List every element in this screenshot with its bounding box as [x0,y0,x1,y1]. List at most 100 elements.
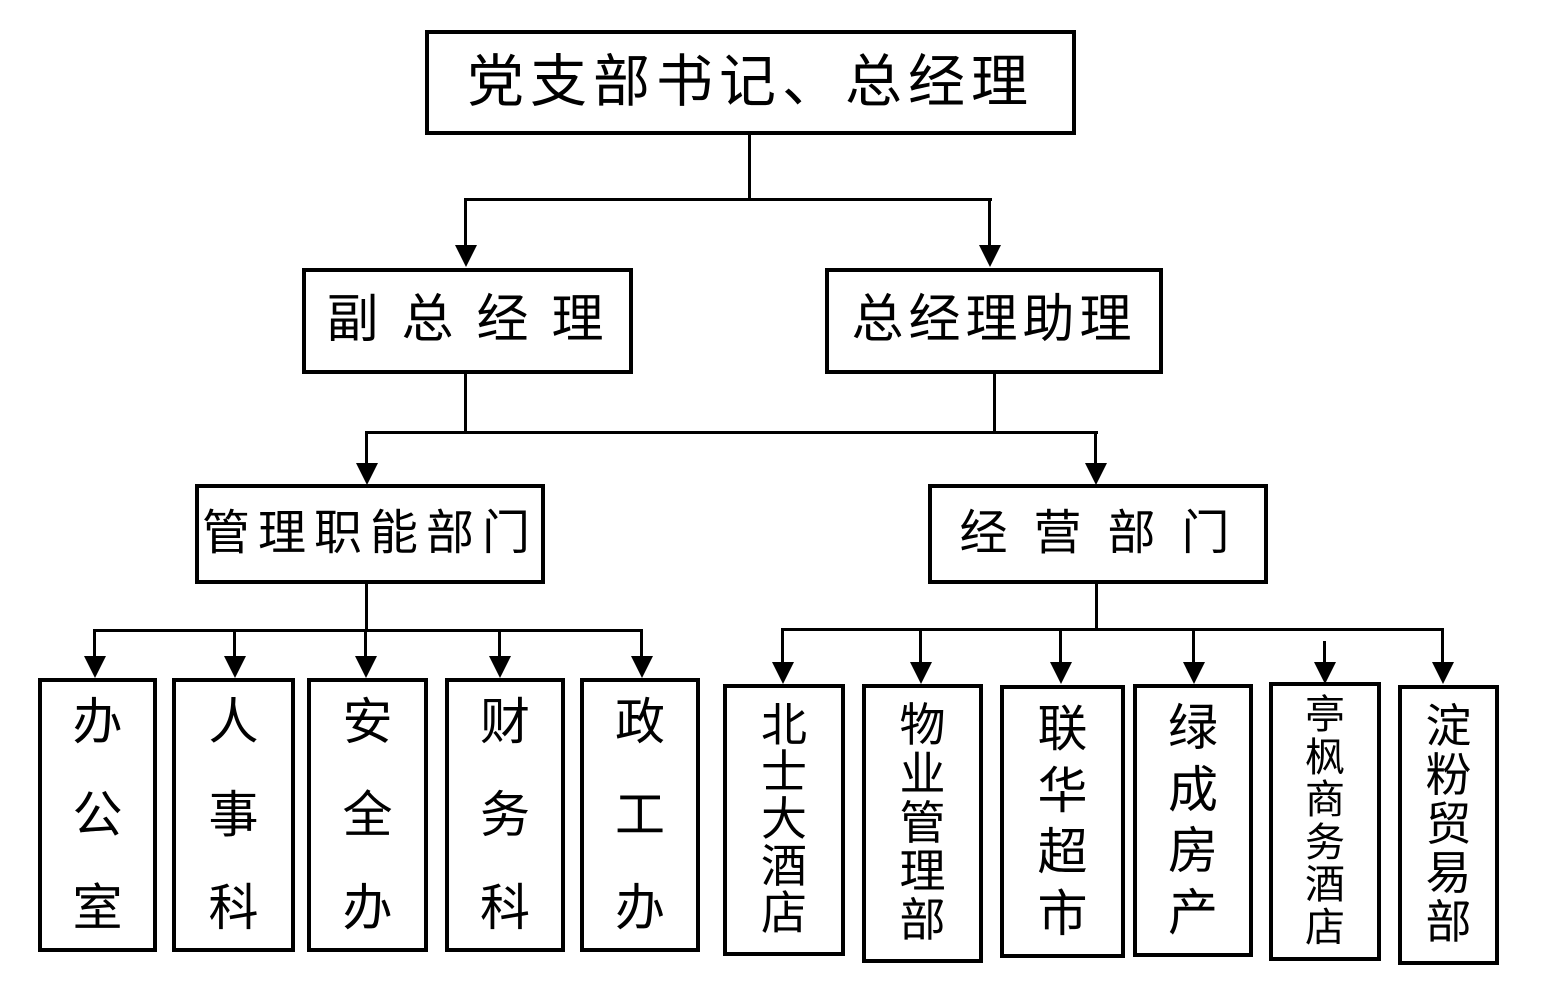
arrow-to-safety [354,629,377,678]
vertical-char: 成 [1168,761,1218,818]
connector-level3-span [365,431,1098,434]
arrow-down-icon [978,245,1001,267]
vertical-char: 科 [480,880,530,936]
vertical-char: 室 [72,880,123,936]
vertical-char: 工 [615,787,665,843]
arrow-to-tingfeng-hotel [1313,641,1336,684]
vertical-char: 大 [761,794,807,845]
connector-deputy-drop [464,372,467,434]
vertical-char: 理 [899,846,946,898]
connector-assistant-drop [993,372,996,434]
arrow-down-icon [355,463,378,485]
vertical-char: 财 [480,694,530,750]
box-finance: 财务科 [445,678,565,952]
arrow-down-icon [771,662,794,684]
vertical-char: 业 [899,748,946,800]
vertical-char: 店 [761,888,807,939]
box-political-work: 政工办 [580,678,700,952]
vertical-char: 易 [1425,848,1472,899]
box-deputy-gm: 副 总 经 理 [302,268,633,374]
arrow-to-lvcheng-realestate [1182,628,1205,684]
arrow-down-icon [1431,662,1454,684]
arrow-to-beishida-hotel [771,628,794,684]
arrow-to-starch-trade [1431,628,1454,684]
vertical-char: 务 [1305,819,1345,865]
box-office: 办公室 [38,678,157,952]
vertical-char: 绿 [1168,700,1218,756]
arrow-down-icon [223,656,246,678]
vertical-char: 粉 [1425,750,1472,801]
arrow-to-management-depts [355,431,378,485]
connector-business-drop [1095,582,1098,631]
box-party-secretary-gm: 党支部书记、总经理 [425,30,1076,135]
vertical-char: 安 [342,694,393,750]
arrow-to-deputy-gm [454,198,477,267]
arrow-down-icon [488,656,511,678]
vertical-char: 店 [1305,904,1345,950]
vertical-char: 枫 [1305,734,1345,780]
arrow-to-gm-assistant [978,198,1001,267]
connector-management-drop [365,582,368,632]
vertical-char: 酒 [761,841,807,892]
box-management-depts-label: 管理职能部门 [201,507,538,560]
arrow-down-icon [354,656,377,678]
arrow-down-icon [83,656,106,678]
box-business-depts-label: 经 营 部 门 [959,507,1237,560]
vertical-char: 政 [615,694,665,750]
arrow-to-lianhua-supermarket [1049,628,1072,684]
arrow-to-personnel [223,629,246,678]
box-beishida-hotel: 北士大酒店 [723,684,845,956]
vertical-char: 超 [1037,824,1088,881]
vertical-char: 全 [342,787,393,843]
box-gm-assistant: 总经理助理 [825,268,1163,374]
vertical-char: 办 [615,880,665,936]
arrow-to-business-depts [1084,431,1107,485]
vertical-char: 贸 [1425,799,1472,850]
vertical-char: 酒 [1305,862,1345,908]
connector-management-span [94,629,643,632]
vertical-char: 北 [761,700,807,751]
arrow-to-political-work [630,629,653,678]
vertical-char: 部 [899,895,946,946]
box-deputy-gm-label: 副 总 经 理 [326,292,609,349]
connector-business-span [781,628,1444,631]
box-property-management: 物业管理部 [862,684,983,963]
arrow-down-icon [454,245,477,267]
vertical-char: 人 [208,694,259,750]
vertical-char: 士 [761,747,807,798]
vertical-char: 科 [208,880,259,936]
box-personnel: 人事科 [172,678,295,952]
arrow-down-icon [630,656,653,678]
vertical-char: 管 [899,797,946,849]
box-starch-trade: 淀粉贸易部 [1398,685,1499,965]
vertical-char: 部 [1425,897,1472,948]
connector-root-drop [748,134,751,200]
vertical-char: 物 [899,700,946,751]
box-business-depts: 经 营 部 门 [928,484,1268,584]
arrow-down-icon [1084,463,1107,485]
vertical-char: 办 [342,880,393,936]
arrow-to-finance [488,629,511,678]
vertical-char: 商 [1305,777,1345,823]
vertical-char: 亭 [1305,692,1345,737]
box-management-depts: 管理职能部门 [195,484,545,584]
box-safety: 安全办 [307,678,428,952]
vertical-char: 联 [1037,701,1088,757]
vertical-char: 事 [208,787,259,843]
vertical-char: 公 [72,787,123,843]
arrow-to-property-management [909,628,932,684]
arrow-down-icon [1313,662,1336,684]
box-tingfeng-hotel: 亭枫商务酒店 [1269,682,1381,961]
vertical-char: 房 [1168,823,1218,880]
vertical-char: 华 [1037,762,1088,819]
vertical-char: 淀 [1425,701,1472,752]
vertical-char: 市 [1037,885,1088,942]
arrow-to-office [83,629,106,678]
box-gm-assistant-label: 总经理助理 [851,292,1137,349]
arrow-down-icon [1182,662,1205,684]
vertical-char: 办 [72,694,123,750]
vertical-char: 务 [480,787,530,843]
box-lvcheng-realestate: 绿成房产 [1133,684,1253,957]
box-party-secretary-gm-label: 党支部书记、总经理 [467,51,1034,114]
